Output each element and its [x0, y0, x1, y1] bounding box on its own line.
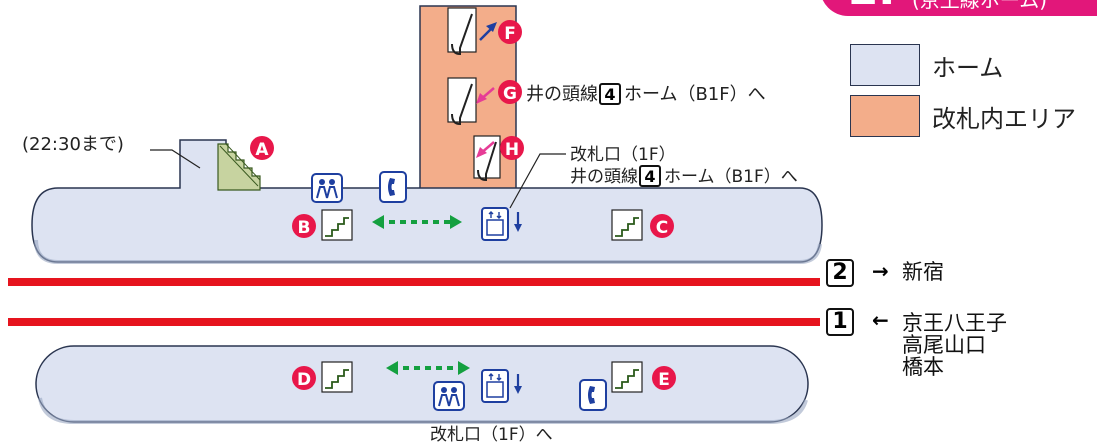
svg-text:H: H: [505, 140, 519, 160]
floor-subtitle: (京王線ホーム): [912, 0, 1048, 12]
restroom-icon: [311, 173, 343, 203]
svg-text:D: D: [297, 370, 311, 390]
marker-D: D: [292, 366, 316, 390]
legend-item-concourse: 改札内エリア: [850, 95, 1076, 137]
gate-lower-label: 改札口（1F）へ: [430, 425, 553, 445]
marker-F: F: [498, 20, 522, 44]
stairs-icon: [611, 361, 643, 393]
marker-E: E: [652, 366, 676, 390]
marker-H: H: [500, 136, 524, 160]
track-2-destination: 新宿: [902, 260, 944, 284]
track-1-destination-3: 橋本: [902, 355, 944, 379]
stairs-icon: [611, 209, 643, 241]
passage-arrow: [386, 361, 470, 375]
track-2-arrow: →: [872, 259, 889, 283]
stairs-icon: [321, 209, 353, 241]
svg-text:B: B: [298, 218, 311, 238]
escalator-icon: [473, 135, 501, 182]
legend-swatch-concourse: [850, 95, 920, 137]
escalator-icon: [447, 7, 477, 56]
gate-upper-badge: 4: [644, 167, 655, 186]
svg-text:F: F: [504, 24, 516, 44]
svg-text:G: G: [503, 84, 517, 104]
hours-label: (22:30まで): [22, 134, 124, 155]
gate-upper-line1: 改札口（1F）: [570, 145, 676, 165]
restroom-icon: [433, 381, 465, 411]
svg-text:E: E: [658, 370, 670, 390]
lower-platform: [35, 345, 809, 423]
escalator-icon: [447, 77, 477, 126]
elevator-icon: [481, 369, 509, 403]
floor-number: 2F: [848, 0, 909, 15]
telephone-icon: [579, 379, 607, 411]
track-1-destination-2: 高尾山口: [902, 333, 986, 357]
marker-G: G: [498, 80, 522, 104]
legend-label-concourse: 改札内エリア: [932, 104, 1076, 133]
legend-item-platform: ホーム: [850, 44, 1003, 86]
stairs-icon: [321, 361, 353, 393]
track-2: [8, 278, 820, 286]
track-1: [8, 318, 820, 326]
g-line-suffix: ホーム（B1F）へ: [624, 84, 766, 105]
floor-tag: 2F (京王線ホーム): [820, 0, 1097, 16]
svg-text:A: A: [255, 140, 269, 160]
marker-B: B: [292, 214, 316, 238]
marker-C: C: [650, 214, 674, 238]
gate-upper-line2b: ホーム（B1F）へ: [664, 167, 798, 187]
marker-A: A: [250, 136, 274, 160]
elevator-icon: [481, 207, 509, 241]
stairs-icon: [217, 143, 261, 191]
track-1-arrow: ←: [872, 308, 889, 332]
g-line-badge: 4: [604, 85, 615, 104]
track-1-badge: 1: [826, 308, 854, 336]
g-line-label: 井の頭線: [526, 84, 598, 105]
passage-arrow: [372, 215, 462, 229]
track-1-destination-1: 京王八王子: [902, 311, 1007, 335]
telephone-icon: [379, 171, 407, 203]
gate-upper-line2a: 井の頭線: [570, 167, 638, 187]
svg-text:C: C: [656, 218, 668, 238]
track-2-badge: 2: [826, 259, 854, 287]
legend-label-platform: ホーム: [932, 53, 1004, 82]
legend-swatch-platform: [850, 44, 920, 86]
